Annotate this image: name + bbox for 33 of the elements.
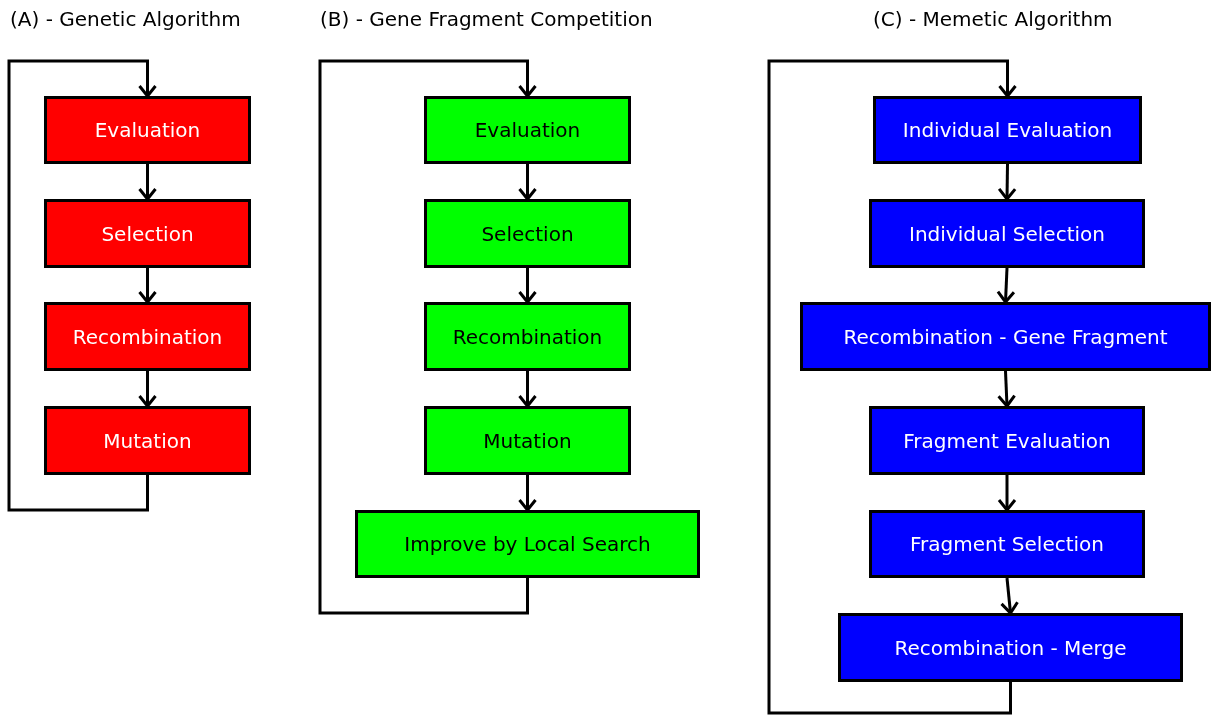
arrow (997, 163, 1017, 201)
panel-title: (A) - Genetic Algorithm (10, 6, 241, 32)
process-box: Recombination - Gene Fragment (800, 302, 1211, 371)
process-box: Evaluation (44, 96, 251, 164)
arrow (318, 59, 537, 615)
arrow (518, 371, 537, 408)
process-box: Recombination - Merge (838, 613, 1183, 682)
process-box: Fragment Evaluation (869, 406, 1145, 475)
arrow (138, 268, 157, 304)
arrow (997, 475, 1017, 512)
process-box: Evaluation (424, 96, 631, 164)
process-box: Mutation (44, 406, 251, 475)
arrow (997, 370, 1017, 408)
panel-title: (C) - Memetic Algorithm (873, 6, 1113, 32)
process-box: Recombination (44, 302, 251, 371)
arrow (518, 164, 537, 201)
arrow (1000, 577, 1019, 615)
arrow (138, 371, 157, 408)
arrow (996, 267, 1016, 304)
process-box: Selection (424, 199, 631, 268)
panel-title: (B) - Gene Fragment Competition (320, 6, 653, 32)
process-box: Selection (44, 199, 251, 268)
arrow (767, 59, 1017, 715)
process-box: Individual Evaluation (873, 96, 1142, 164)
process-box: Recombination (424, 302, 631, 371)
process-box: Individual Selection (869, 199, 1145, 268)
arrow (518, 475, 537, 512)
arrow (138, 164, 157, 201)
arrow (7, 59, 157, 512)
process-box: Fragment Selection (869, 510, 1145, 578)
arrow (518, 268, 537, 304)
process-box: Mutation (424, 406, 631, 475)
process-box: Improve by Local Search (355, 510, 700, 578)
